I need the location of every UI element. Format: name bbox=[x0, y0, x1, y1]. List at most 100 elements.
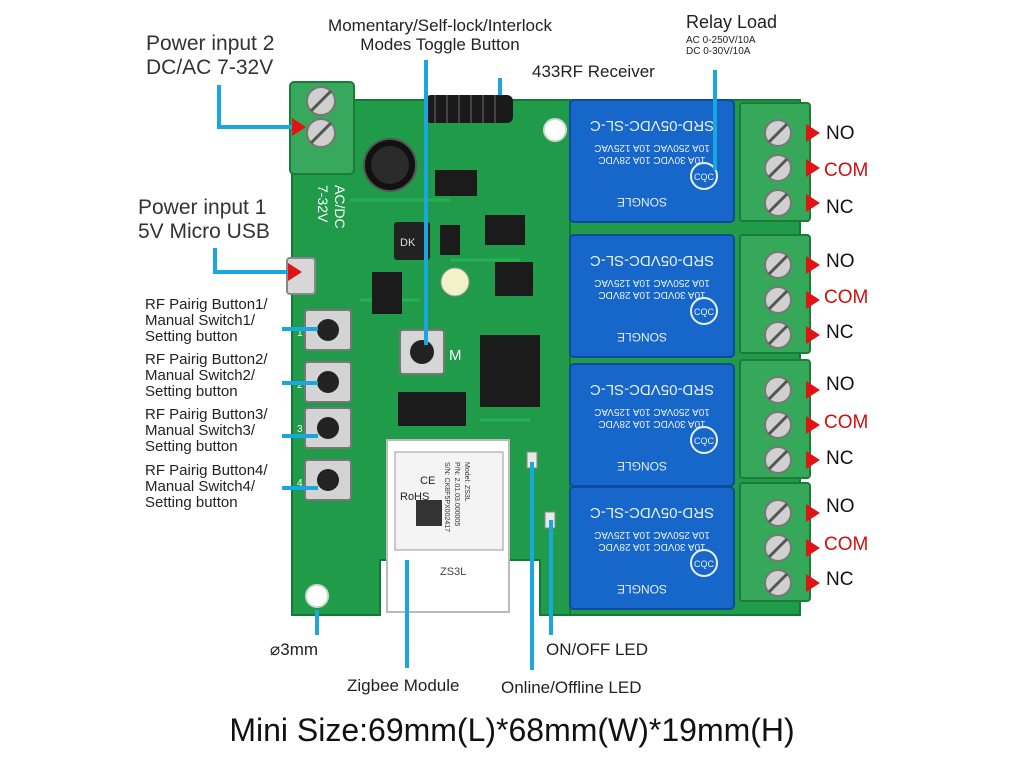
ic-3 bbox=[480, 335, 540, 407]
svg-text:CE: CE bbox=[420, 475, 435, 487]
terminal-4-com: COM bbox=[824, 534, 869, 555]
relay-load-label: Relay Load AC 0-250V/10A DC 0-30V/10A bbox=[686, 12, 777, 58]
ic-6 bbox=[435, 170, 477, 196]
terminal-arrow-4-1 bbox=[806, 504, 820, 522]
terminal-arrow-1-2 bbox=[806, 159, 820, 177]
rf-button-2-label: RF Pairig Button2/ Manual Switch2/ Setti… bbox=[145, 351, 268, 401]
rf-button-1-line1: RF Pairig Button1/ bbox=[145, 296, 268, 313]
terminal-arrow-3-1 bbox=[806, 381, 820, 399]
rf-button-4-line2: Manual Switch4/ bbox=[145, 478, 256, 496]
relay-terminal-1-screw-3-slot bbox=[767, 192, 789, 214]
terminal-arrow-2-2 bbox=[806, 291, 820, 309]
relay-4-cert-mark bbox=[690, 549, 718, 577]
relay-4-cert: CQC bbox=[694, 559, 715, 569]
rf-button-3-line1: RF Pairig Button3/ bbox=[145, 406, 268, 423]
terminal-2-nc: NC bbox=[826, 322, 854, 343]
svg-text:3: 3 bbox=[297, 424, 303, 435]
rf-button-1-line3: Setting button bbox=[145, 328, 238, 346]
zigbee-module-shield bbox=[394, 451, 504, 551]
relay-1-cert: CQC bbox=[694, 172, 715, 182]
ic-5 bbox=[372, 272, 402, 314]
rf-button-4-label: RF Pairig Button4/ Manual Switch4/ Setti… bbox=[145, 462, 268, 512]
relay-1-spec2: 10A 30VDC 10A 28VDC bbox=[598, 154, 705, 165]
zigbee-module-label: Zigbee Module bbox=[347, 676, 460, 695]
rf-receiver-label: 433RF Receiver bbox=[532, 62, 655, 81]
relay-terminal-2-screw-3-slot bbox=[767, 324, 789, 346]
svg-text:2: 2 bbox=[297, 380, 303, 391]
relay-terminal-1-screw-1-slot bbox=[767, 122, 789, 144]
rf-button-3-line2: Manual Switch3/ bbox=[145, 422, 256, 440]
terminal-arrow-4-2 bbox=[806, 539, 820, 557]
relay-load-dc: DC 0-30V/10A bbox=[686, 46, 751, 58]
relay-2-brand: SONGLE bbox=[617, 330, 667, 344]
power-input-1-label: Power input 1 5V Micro USB bbox=[138, 196, 270, 243]
relay-terminal-4-screw-3-slot bbox=[767, 572, 789, 594]
power-input-1-voltage: 5V Micro USB bbox=[138, 219, 270, 243]
svg-text:ZS3L: ZS3L bbox=[440, 566, 466, 578]
relay-3-brand: SONGLE bbox=[617, 459, 667, 473]
rf-button-3-line3: Setting button bbox=[145, 438, 238, 456]
terminal-2-com: COM bbox=[824, 287, 869, 308]
terminal-1-nc: NC bbox=[826, 197, 854, 218]
ic-4 bbox=[398, 392, 466, 426]
terminal-arrow-1-3 bbox=[806, 194, 820, 212]
svg-text:RoHS: RoHS bbox=[400, 491, 429, 503]
svg-text:M: M bbox=[449, 347, 462, 364]
relay-terminal-2-screw-1-slot bbox=[767, 254, 789, 276]
callout-arrowheads bbox=[288, 118, 306, 281]
mount-hole-label: ⌀3mm bbox=[270, 640, 319, 659]
rf-button-1-line2: Manual Switch1/ bbox=[145, 312, 256, 330]
terminal-1-com: COM bbox=[824, 160, 869, 181]
svg-text:S/N: CK8F5PX002417: S/N: CK8F5PX002417 bbox=[443, 462, 450, 532]
online-led-label: Online/Offline LED bbox=[501, 678, 642, 697]
relay-4-spec1: 10A 250VAC 10A 125VAC bbox=[594, 529, 710, 540]
relay-1-spec1: 10A 250VAC 10A 125VAC bbox=[594, 142, 710, 153]
svg-text:DK: DK bbox=[400, 237, 416, 249]
relay-terminal-4 bbox=[739, 482, 820, 602]
power-input-2-title: Power input 2 bbox=[146, 32, 275, 55]
ic-2 bbox=[495, 262, 533, 296]
ic-1 bbox=[485, 215, 525, 245]
onoff-led-label: ON/OFF LED bbox=[546, 640, 649, 659]
size-caption: Mini Size:69mm(L)*68mm(W)*19mm(H) bbox=[229, 712, 795, 748]
relay-terminal-3 bbox=[739, 359, 820, 479]
relay-1-body bbox=[569, 99, 735, 223]
rf-receiver-coil bbox=[425, 95, 513, 123]
toggle-button-label: Momentary/Self-lock/Interlock Modes Togg… bbox=[318, 16, 562, 54]
rf-button-1-label: RF Pairig Button1/ Manual Switch1/ Setti… bbox=[145, 296, 268, 346]
rf-button-3-label: RF Pairig Button3/ Manual Switch3/ Setti… bbox=[145, 406, 268, 456]
terminal-arrow-2-1 bbox=[806, 256, 820, 274]
terminal-3-no: NO bbox=[826, 374, 855, 395]
board-text-voltage: 7-32V bbox=[315, 185, 331, 223]
relay-4-spec2: 10A 30VDC 10A 28VDC bbox=[598, 541, 705, 552]
mount-hole-top bbox=[543, 118, 567, 142]
relay-load-title: Relay Load bbox=[686, 12, 778, 32]
terminal-arrow-4-3 bbox=[806, 574, 820, 592]
relay-3-spec2: 10A 30VDC 10A 28VDC bbox=[598, 418, 705, 429]
terminal-4-nc: NC bbox=[826, 569, 854, 590]
relay-3-cert: CQC bbox=[694, 436, 715, 446]
relay-2-spec2: 10A 30VDC 10A 28VDC bbox=[598, 289, 705, 300]
relay-terminal-3-screw-3-slot bbox=[767, 449, 789, 471]
relay-3-model: SRD-05VDC-SL-C bbox=[590, 381, 714, 398]
relay-1-model: SRD-05VDC-SL-C bbox=[590, 117, 714, 134]
toggle-button-label-line2: Modes Toggle Button bbox=[360, 35, 520, 55]
svg-text:1: 1 bbox=[297, 328, 303, 339]
relay-terminals bbox=[739, 102, 820, 602]
power-input-2-label: Power input 2 DC/AC 7-32V bbox=[146, 32, 274, 79]
ic-7 bbox=[440, 225, 460, 255]
rf-button-2-line2: Manual Switch2/ bbox=[145, 367, 256, 385]
terminal-3-nc: NC bbox=[826, 448, 854, 469]
small-capacitor bbox=[440, 267, 470, 297]
board-text-acdc: AC/DC bbox=[332, 185, 348, 229]
relay-4-body bbox=[569, 486, 735, 610]
relay-terminal-4-screw-1-slot bbox=[767, 502, 789, 524]
relay-2-body bbox=[569, 234, 735, 358]
svg-text:4: 4 bbox=[297, 478, 303, 489]
terminal-1-no: NO bbox=[826, 123, 855, 144]
relay-3-cert-mark bbox=[690, 426, 718, 454]
